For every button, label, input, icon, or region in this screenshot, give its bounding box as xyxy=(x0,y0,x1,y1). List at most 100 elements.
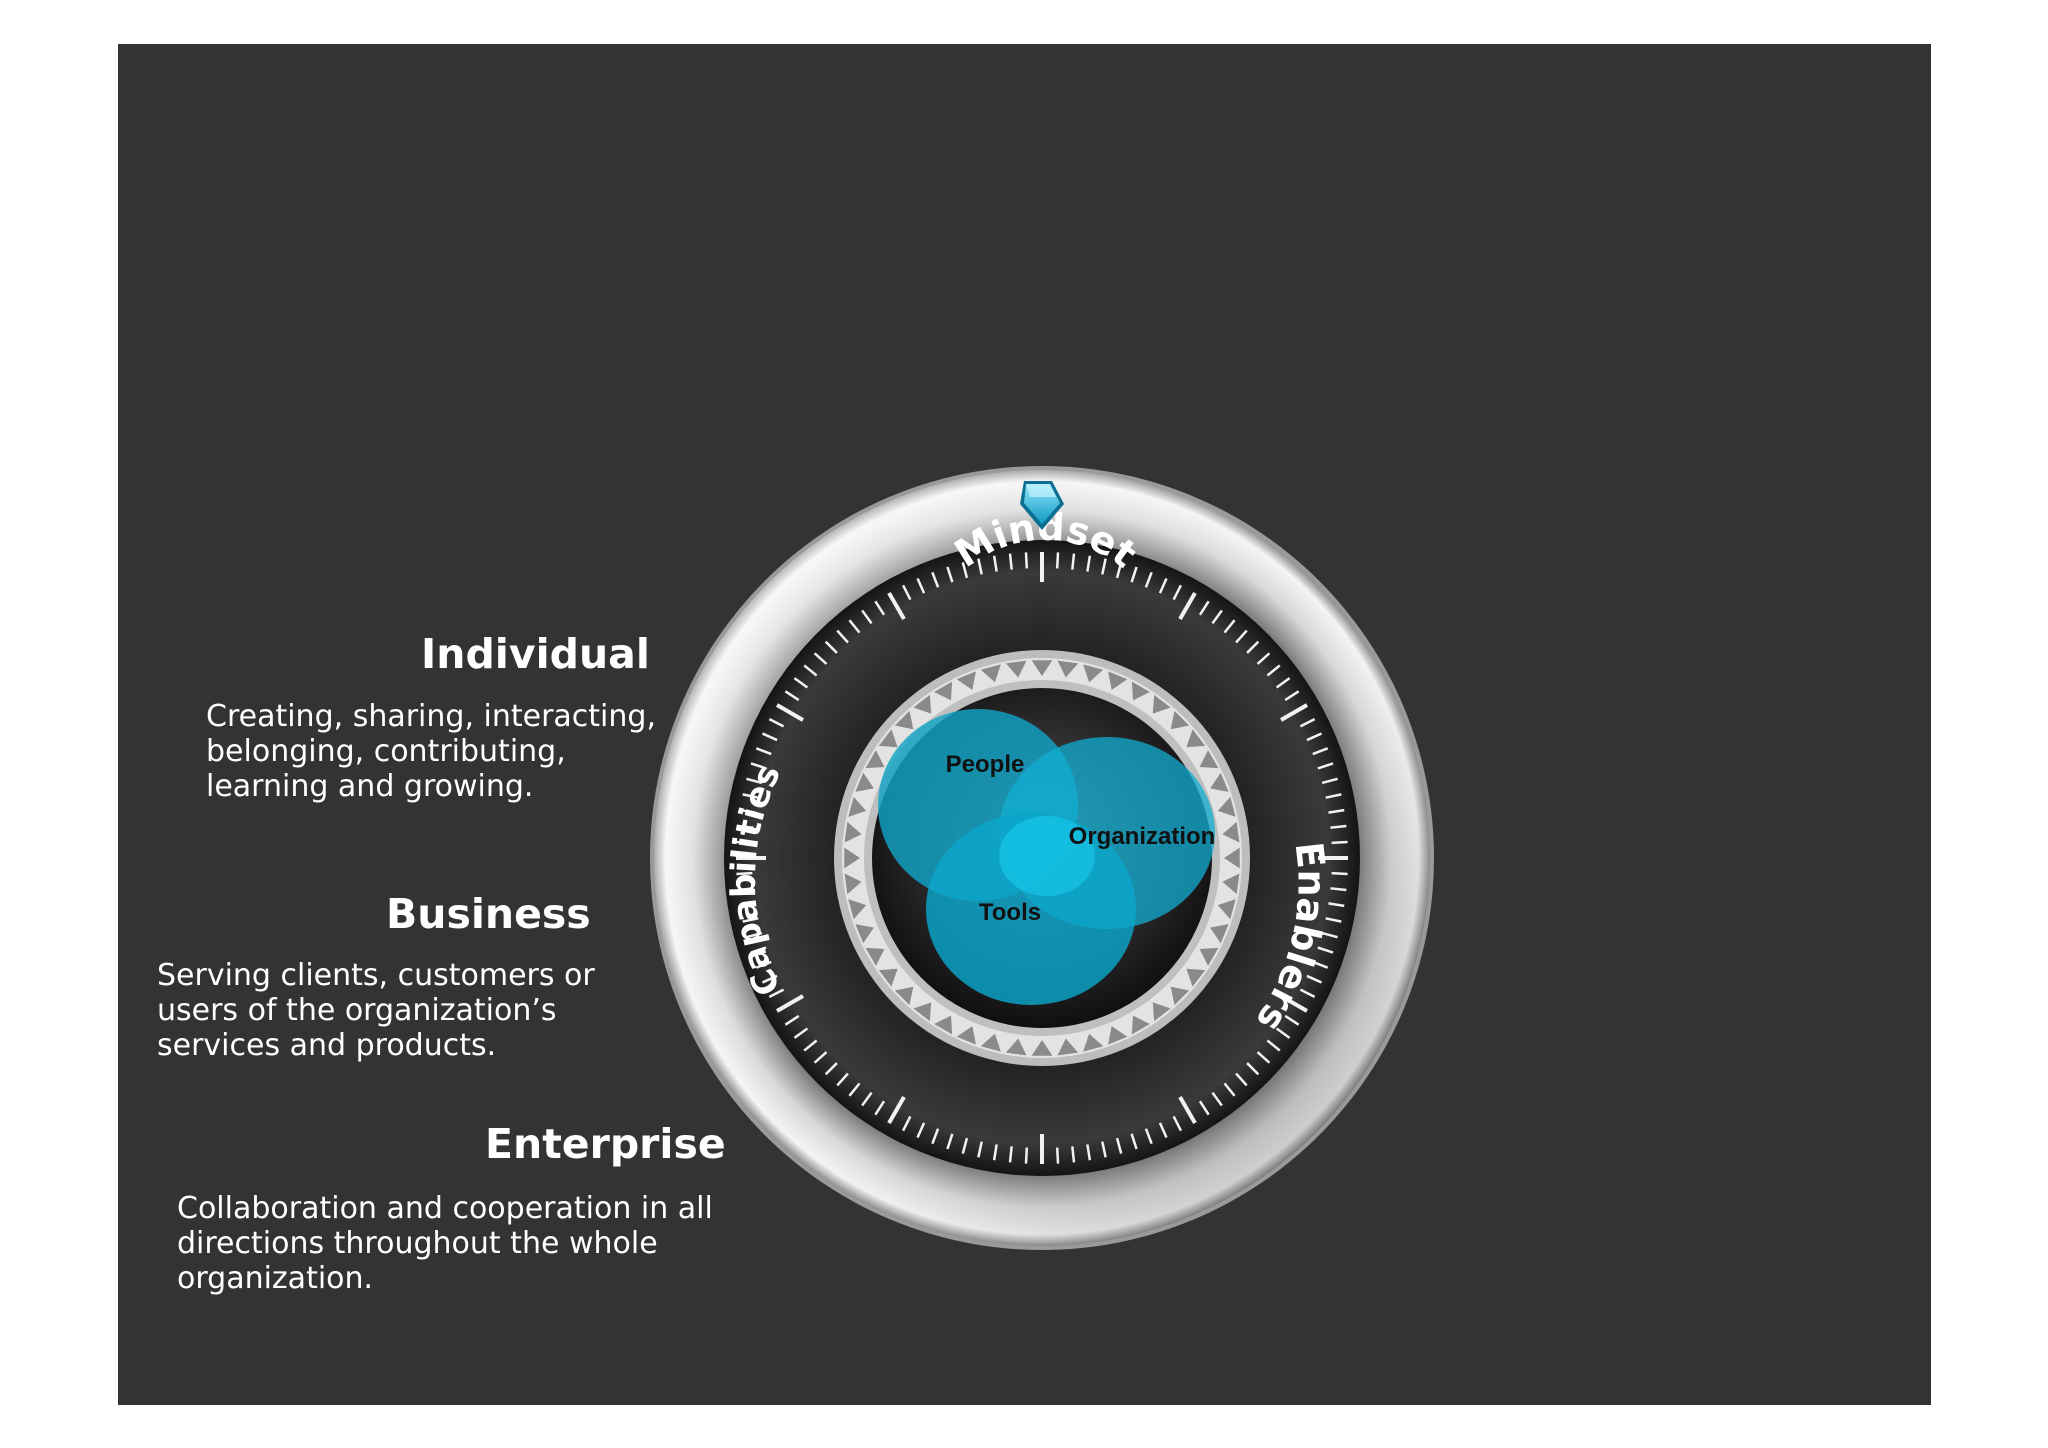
dial-tick xyxy=(1086,1144,1092,1161)
dial-tick xyxy=(1331,871,1348,876)
gear-tooth xyxy=(1152,1002,1171,1022)
gear-tooth xyxy=(1186,729,1206,748)
dial-tick xyxy=(1130,1133,1138,1150)
dial-tick xyxy=(874,600,886,616)
dial-tick xyxy=(755,747,772,756)
dial-tick xyxy=(1235,629,1248,644)
business-heading: Business xyxy=(386,890,591,938)
dial-tick xyxy=(931,571,940,588)
dial-tick xyxy=(931,1128,940,1145)
venn-center-overlap xyxy=(999,816,1095,896)
dial-tick xyxy=(793,1027,809,1039)
enterprise-description: Collaboration and cooperation in all dir… xyxy=(177,1191,713,1296)
gear-tooth xyxy=(1217,899,1236,920)
gear-tooth xyxy=(1222,873,1240,895)
dial-tick xyxy=(803,1039,818,1052)
gear-tooth xyxy=(894,986,914,1006)
gear-tooth xyxy=(913,1002,932,1022)
dial-tick xyxy=(784,1014,800,1026)
gear-tooth xyxy=(844,821,862,843)
business-description-line: services and products. xyxy=(157,1028,497,1063)
dial-tick xyxy=(803,664,818,677)
gear-tooth xyxy=(1170,986,1190,1006)
dial-tick xyxy=(1331,840,1348,845)
dial-tick xyxy=(1211,1091,1223,1107)
gear-tooth xyxy=(1031,660,1053,676)
gear-tooth xyxy=(1170,710,1190,730)
dial-tick xyxy=(1312,960,1329,969)
dial-tick xyxy=(1223,1082,1236,1097)
dial-tick xyxy=(750,762,767,770)
gear-tooth xyxy=(1186,968,1206,987)
gear-ring-teeth xyxy=(844,660,1240,1056)
dial-tick xyxy=(1266,664,1281,677)
dial-tick xyxy=(1266,1039,1281,1052)
dial-tick xyxy=(1275,1027,1291,1039)
enterprise-description-line: directions throughout the whole xyxy=(177,1226,658,1261)
dial-tick xyxy=(1280,994,1309,1013)
dial-tick xyxy=(1280,703,1309,722)
gear-tooth xyxy=(934,1015,953,1035)
dial-tick xyxy=(793,677,809,689)
dial-tick xyxy=(861,1091,873,1107)
individual-heading: Individual xyxy=(421,630,650,678)
dial-tick xyxy=(742,793,759,799)
dial-tick xyxy=(1330,824,1347,829)
gear-tooth xyxy=(848,899,867,920)
dial-tick xyxy=(1317,762,1334,770)
enterprise-description-line: organization. xyxy=(177,1261,374,1296)
dial-tick xyxy=(1256,1051,1271,1064)
dial-tick xyxy=(992,1144,998,1161)
dial-tick xyxy=(736,871,753,876)
gear-tooth xyxy=(1057,1038,1079,1056)
dial-tick xyxy=(992,555,998,572)
dial-tick xyxy=(1130,566,1138,583)
dial-tick xyxy=(1024,1147,1029,1164)
dial-tick xyxy=(1172,584,1183,601)
dial-tick xyxy=(916,577,926,594)
dial-tick xyxy=(977,558,983,575)
gear-tooth xyxy=(848,796,867,817)
dial-tick xyxy=(761,974,778,984)
dial-tick xyxy=(1024,552,1029,569)
dial-tick xyxy=(1328,808,1345,814)
dial-tick xyxy=(1321,931,1338,939)
dial-tick xyxy=(1086,555,1092,572)
enterprise-heading: Enterprise xyxy=(485,1120,726,1168)
dial-tick xyxy=(901,584,912,601)
business-description-line: Serving clients, customers or xyxy=(157,958,595,993)
dial-tick xyxy=(1115,562,1123,579)
dial-tick xyxy=(848,619,861,634)
gear-tooth xyxy=(934,681,953,701)
dial-tick xyxy=(1330,887,1347,892)
gear-tooth xyxy=(844,873,862,895)
dial-tick xyxy=(784,690,800,702)
dial-tick xyxy=(1172,1115,1183,1132)
business-description-line: users of the organization’s xyxy=(157,993,557,1028)
dial-tick xyxy=(1144,571,1153,588)
business-description: Serving clients, customers or users of t… xyxy=(157,958,595,1063)
venn-label-people: People xyxy=(946,751,1025,778)
dial-tick xyxy=(977,1141,983,1158)
dial-tick xyxy=(874,1100,886,1116)
venn-label-tools: Tools xyxy=(979,899,1041,926)
dial-tick xyxy=(775,703,804,722)
dial-tick xyxy=(1158,577,1168,594)
dial-tick xyxy=(901,1115,912,1132)
dial-tick xyxy=(1008,1146,1013,1163)
gear-tooth xyxy=(1131,1015,1150,1035)
dial-tick xyxy=(1071,553,1076,570)
dial-tick xyxy=(1158,1122,1168,1139)
dial-tick xyxy=(824,640,838,654)
gear-tooth xyxy=(865,947,885,966)
dial-tick xyxy=(1055,552,1060,569)
dial-tick xyxy=(1312,747,1329,756)
dial-tick xyxy=(1055,1147,1060,1164)
dial-tick xyxy=(1115,1137,1123,1154)
gear-tooth xyxy=(980,664,1001,683)
dial-tick xyxy=(961,1137,969,1154)
gear-tooth xyxy=(865,750,885,769)
dial-tick xyxy=(824,1062,838,1076)
